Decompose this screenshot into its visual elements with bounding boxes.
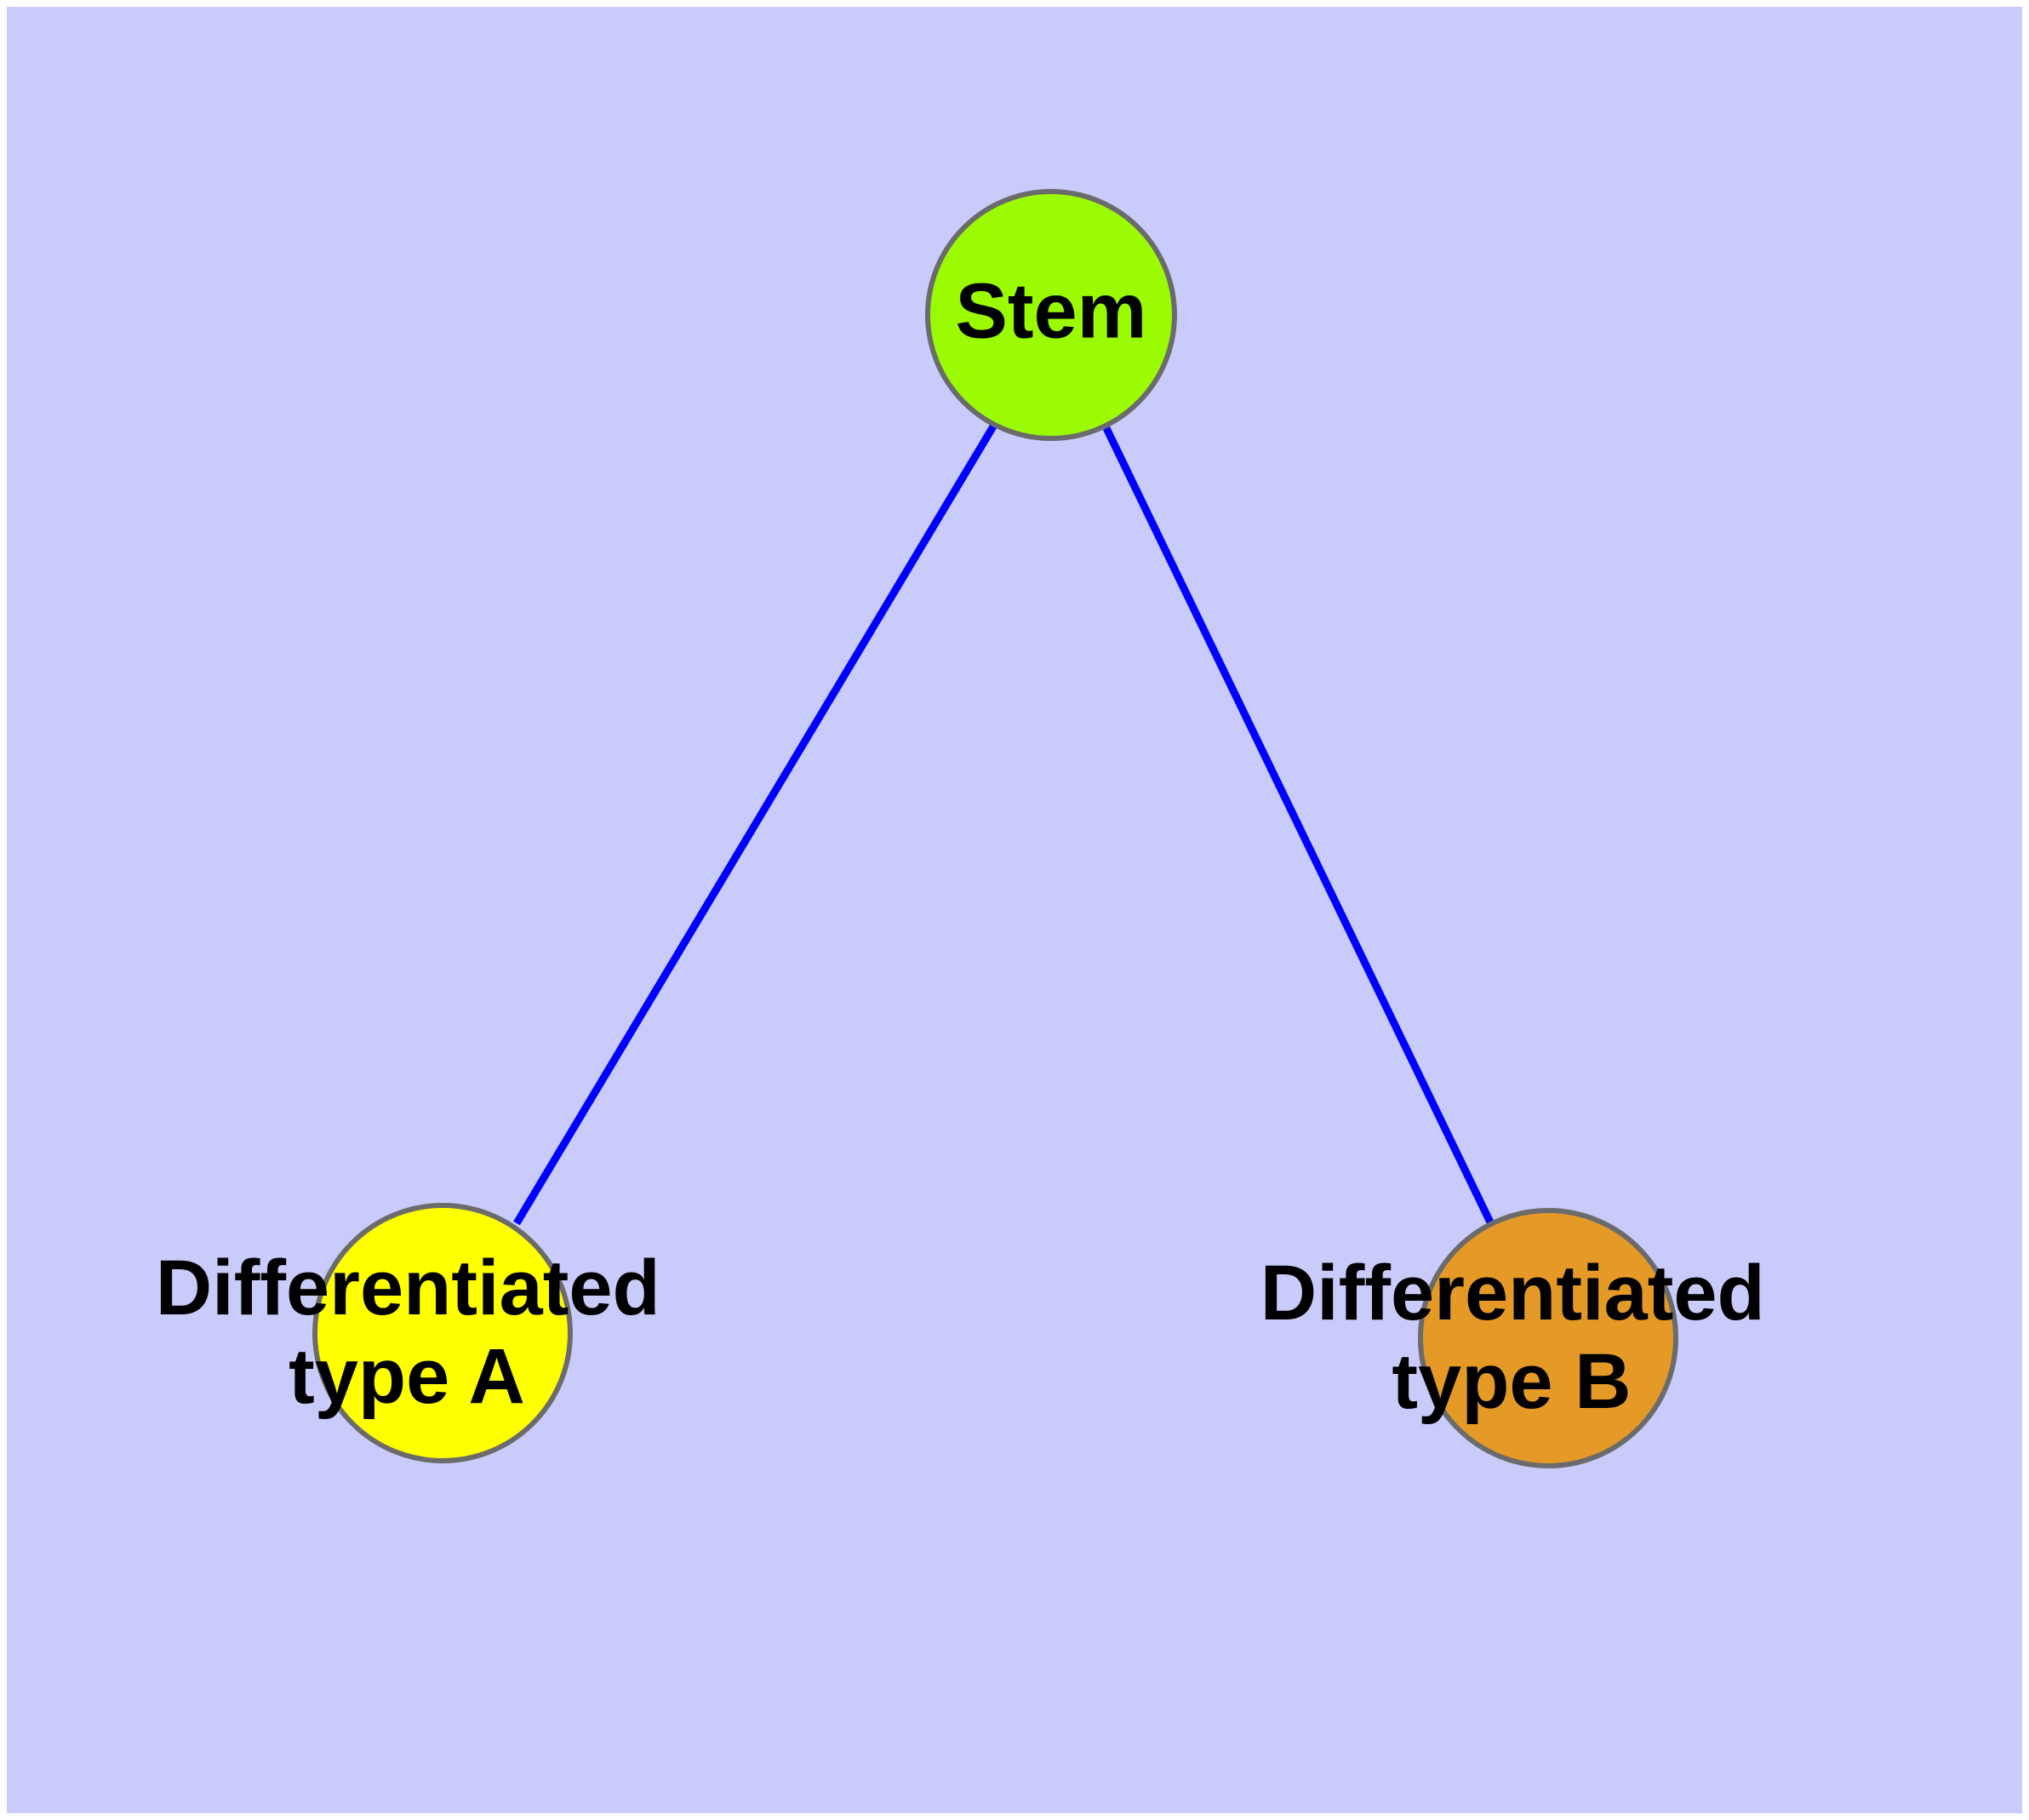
node-label-line-2: type A <box>289 1333 525 1420</box>
node-label-line-1: Differentiated <box>156 1245 660 1331</box>
node-label-differentiated-type-a: Differentiated type A <box>156 1245 683 1420</box>
node-stem[interactable]: Stem <box>925 189 1177 441</box>
node-circle-differentiated-type-a[interactable] <box>312 1203 573 1463</box>
node-differentiated-type-b[interactable]: Differentiated type B <box>1260 1208 1787 1468</box>
node-label-differentiated-type-b: Differentiated type B <box>1260 1250 1787 1425</box>
edge-group <box>513 424 1497 1229</box>
node-circle-stem[interactable] <box>925 189 1177 441</box>
node-circle-differentiated-type-b[interactable] <box>1418 1208 1678 1468</box>
node-label-line-2: type B <box>1392 1338 1631 1425</box>
edge-stem-to-differentiated-type-a[interactable] <box>513 424 997 1226</box>
edge-stem-to-differentiated-type-b[interactable] <box>1102 426 1497 1229</box>
node-label-stem: Stem <box>956 267 1147 354</box>
node-label-line-1: Differentiated <box>1260 1250 1765 1336</box>
node-differentiated-type-a[interactable]: Differentiated type A <box>156 1203 683 1463</box>
